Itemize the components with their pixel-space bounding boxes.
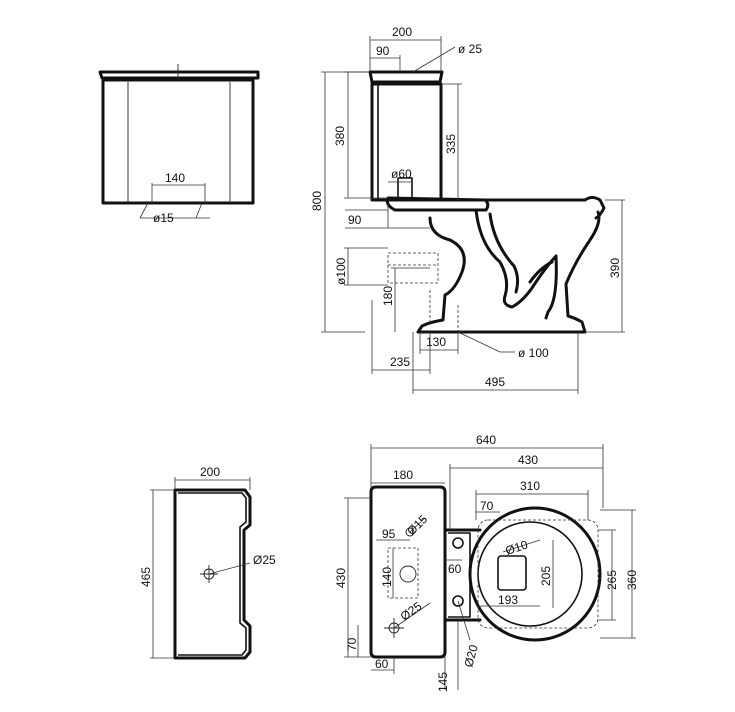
dim-dia-100-left: ø100 [334,257,348,285]
dim-360: 360 [625,570,639,590]
dim-335: 335 [444,134,458,154]
dim-265: 265 [605,570,619,590]
dim-180-plan: 180 [393,468,413,482]
cistern-plan-view: 200 465 Ø25 [139,465,276,660]
dim-130: 130 [426,335,446,349]
dim-95: 95 [382,527,396,541]
dim-dia-25-plan2: Ø25 [398,599,425,624]
dim-430-top: 430 [518,453,538,467]
dim-200: 200 [392,25,412,39]
dim-145: 145 [436,672,450,692]
dim-dia-25: ø 25 [458,42,482,56]
dim-640: 640 [476,433,496,447]
dim-dia-20: Ø20 [461,643,480,669]
dim-dia-100-right: ø 100 [518,346,549,360]
dim-430-left: 430 [334,568,348,588]
dim-140: 140 [165,171,185,185]
dim-dia-60: ø60 [391,167,412,181]
plan-view: 640 430 310 180 70 95 Ø15 Ø10 430 140 60 [334,433,639,692]
dim-380: 380 [333,126,347,146]
dim-800: 800 [310,191,324,211]
dim-60-bottom: 60 [375,657,389,671]
dim-200-plan: 200 [200,465,220,479]
dim-390: 390 [608,258,622,278]
dim-495: 495 [485,375,505,389]
dim-dia-15: ø15 [153,211,174,225]
dim-dia-10: Ø10 [504,537,530,557]
dim-60-plan: 60 [448,562,462,576]
dim-dia-15-plan: Ø15 [404,512,430,538]
cistern-front-view: 140 ø15 [98,64,260,225]
dim-70: 70 [480,499,494,513]
dim-70-bottom: 70 [345,637,359,651]
dim-310: 310 [520,479,540,493]
side-elevation: 200 90 ø 25 380 335 ø60 800 90 ø100 180 [310,25,625,394]
dim-90-top: 90 [376,44,390,58]
dim-465: 465 [139,567,153,587]
dim-235: 235 [390,355,410,369]
dim-193: 193 [498,593,518,607]
dim-dia-25-plan: Ø25 [253,553,276,567]
dim-90-side: 90 [348,213,362,227]
dim-205: 205 [539,566,553,586]
dim-180: 180 [381,286,395,306]
dim-140-plan: 140 [380,567,394,587]
